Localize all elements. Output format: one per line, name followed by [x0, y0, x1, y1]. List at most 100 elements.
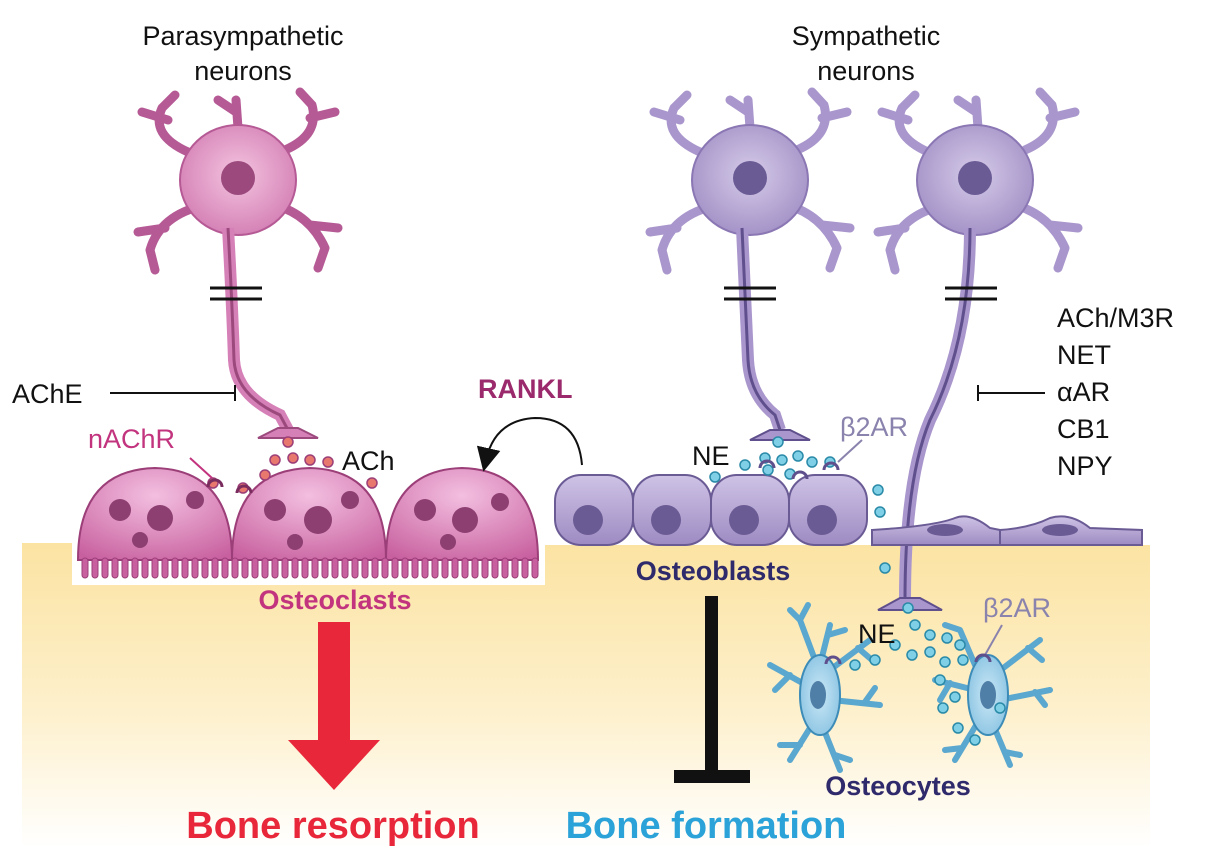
ruffle-process — [261, 557, 269, 579]
ruffle-process — [421, 557, 429, 579]
osteoblasts-label: Osteoblasts — [636, 556, 791, 586]
ruffle-process — [441, 557, 449, 579]
osteoblast-2 — [632, 474, 712, 546]
bone-resorption-label: Bone resorption — [186, 805, 479, 847]
osteoclast-2 — [230, 466, 388, 561]
sympathetic-label-line-2: neurons — [817, 56, 915, 86]
osteoblast-1 — [554, 474, 634, 546]
osteoclast-3 — [384, 466, 540, 561]
ruffle-process — [271, 557, 279, 579]
ruffle-process — [161, 557, 169, 579]
ruffle-process — [461, 557, 469, 579]
nachr-label: nAChR — [88, 424, 175, 454]
ruffle-process — [341, 557, 349, 579]
ruffle-process — [301, 557, 309, 579]
parasympathetic-nucleus — [221, 161, 255, 195]
ruffle-process — [191, 557, 199, 579]
ruffle-process — [411, 557, 419, 579]
osteoclast-group — [76, 466, 540, 579]
ruffle-process — [141, 557, 149, 579]
lining-cell-2 — [999, 515, 1143, 546]
ruffle-process — [521, 557, 529, 579]
ache-inhibition — [110, 385, 236, 401]
ruffle-process — [181, 557, 189, 579]
ruffle-process — [481, 557, 489, 579]
ruffle-process — [221, 557, 229, 579]
b2ar-lower-label: β2AR — [983, 593, 1051, 623]
ruffle-process — [331, 557, 339, 579]
osteoblast-group — [554, 474, 1143, 546]
parasympathetic-terminal — [257, 427, 319, 439]
b2ar-upper-pointer — [837, 439, 863, 463]
lining-cell-1 — [871, 515, 1001, 546]
osteoclast-ruffled-border — [81, 557, 539, 579]
inhibitor-item: NPY — [1057, 451, 1113, 481]
osteoblast-3 — [710, 474, 790, 546]
parasympathetic-label-line-1: Parasympathetic — [142, 21, 343, 51]
parasympathetic-neuron — [133, 87, 343, 439]
ne-lower-label: NE — [858, 619, 896, 649]
sympathetic-neuron-1 — [645, 87, 855, 441]
ruffle-process — [371, 557, 379, 579]
osteoblast-4 — [788, 474, 868, 546]
sympathetic-label-line-1: Sympathetic — [792, 21, 941, 51]
nachr-receptor-2 — [235, 484, 253, 494]
osteoclasts-label: Osteoclasts — [258, 585, 411, 615]
ruffle-process — [511, 557, 519, 579]
ruffle-process — [291, 557, 299, 579]
b2ar-upper-label: β2AR — [840, 412, 908, 442]
rankl-arrow — [476, 416, 583, 472]
inhibitor-item: NET — [1057, 340, 1111, 370]
b2ar-lower-pointer — [984, 624, 1003, 656]
ruffle-process — [321, 557, 329, 579]
ach-label: ACh — [342, 446, 395, 476]
ruffle-process — [281, 557, 289, 579]
sympathetic-nucleus-1 — [733, 161, 767, 195]
ruffle-process — [151, 557, 159, 579]
ruffle-process — [311, 557, 319, 579]
right-inhibition — [977, 385, 1045, 401]
inhibitor-item: CB1 — [1057, 414, 1110, 444]
osteoclast-1 — [76, 466, 234, 561]
sympathetic-terminal-1 — [749, 429, 811, 441]
bone-matrix — [22, 543, 1150, 848]
inhibitor-list: ACh/M3R NET αAR CB1 NPY — [1057, 303, 1174, 481]
ruffle-process — [91, 557, 99, 579]
axon-break-marker — [210, 286, 262, 301]
ruffle-process — [101, 557, 109, 579]
ruffle-process — [391, 557, 399, 579]
parasympathetic-label-line-2: neurons — [194, 56, 292, 86]
ruffle-process — [241, 557, 249, 579]
ruffle-process — [131, 557, 139, 579]
osteocyte-1 — [767, 602, 883, 773]
ache-label: AChE — [12, 379, 83, 409]
sympathetic-nucleus-2 — [958, 161, 992, 195]
nachr-receptor — [206, 478, 224, 488]
inhibitor-item: αAR — [1057, 377, 1110, 407]
ruffle-process — [361, 557, 369, 579]
osteocytes-label: Osteocytes — [825, 771, 971, 801]
formation-inhibition-bar — [674, 596, 750, 783]
rankl-label: RANKL — [478, 374, 573, 404]
ruffle-process — [491, 557, 499, 579]
resorption-arrow — [288, 622, 380, 790]
ruffle-process — [201, 557, 209, 579]
ruffle-process — [231, 557, 239, 579]
ruffle-process — [81, 557, 89, 579]
ruffle-process — [501, 557, 509, 579]
bone-formation-label: Bone formation — [566, 805, 847, 847]
ruffle-process — [401, 557, 409, 579]
nachr-pointer — [189, 457, 213, 479]
ruffle-process — [351, 557, 359, 579]
inhibitor-item: ACh/M3R — [1057, 303, 1174, 333]
ruffle-process — [211, 557, 219, 579]
ruffle-process — [111, 557, 119, 579]
ne-vesicles-lower — [849, 602, 1006, 746]
ruffle-process — [451, 557, 459, 579]
ne-upper-label: NE — [692, 441, 730, 471]
osteocyte-2 — [932, 622, 1053, 768]
ruffle-process — [431, 557, 439, 579]
ruffle-process — [381, 557, 389, 579]
ruffle-process — [251, 557, 259, 579]
